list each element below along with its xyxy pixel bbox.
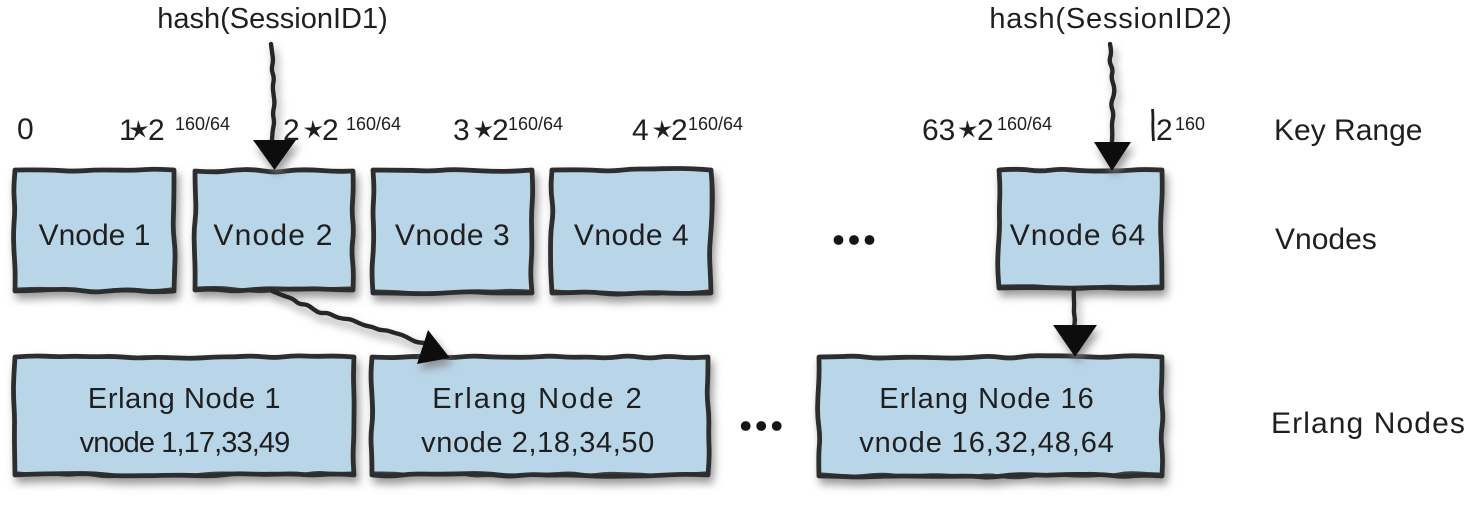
svg-text:2: 2 <box>671 114 688 147</box>
svg-text:63: 63 <box>922 114 955 147</box>
svg-text:160/64: 160/64 <box>346 114 401 134</box>
svg-text:2: 2 <box>148 114 165 147</box>
svg-text:1: 1 <box>119 114 136 147</box>
svg-text:3: 3 <box>453 114 470 147</box>
svg-text:2: 2 <box>492 114 509 147</box>
svg-text:Erlang Node 16: Erlang Node 16 <box>879 383 1095 415</box>
svg-text:Vnodes: Vnodes <box>1275 223 1377 256</box>
svg-text:Erlang Nodes: Erlang Nodes <box>1271 407 1464 440</box>
svg-text:160/64: 160/64 <box>688 114 743 134</box>
svg-text:Key Range: Key Range <box>1274 114 1422 147</box>
svg-text:4: 4 <box>632 114 649 147</box>
svg-text:160/64: 160/64 <box>508 114 563 134</box>
svg-text:160/64: 160/64 <box>175 114 230 134</box>
svg-text:Vnode 3: Vnode 3 <box>395 219 510 252</box>
svg-text:2: 2 <box>283 114 300 147</box>
svg-text:Erlang Node 1: Erlang Node 1 <box>88 383 281 415</box>
svg-text:2: 2 <box>322 114 339 147</box>
svg-text:2: 2 <box>1156 114 1173 147</box>
svg-text:2: 2 <box>977 114 994 147</box>
svg-text:Vnode 4: Vnode 4 <box>574 219 689 252</box>
svg-text:vnode 16,32,48,64: vnode 16,32,48,64 <box>859 427 1115 459</box>
svg-text:160/64: 160/64 <box>997 114 1052 134</box>
svg-text:Vnode 1: Vnode 1 <box>39 219 151 252</box>
svg-text:Erlang Node 2: Erlang Node 2 <box>432 383 643 415</box>
svg-text:vnode 2,18,34,50: vnode 2,18,34,50 <box>421 427 655 459</box>
svg-text:0: 0 <box>17 113 34 146</box>
svg-text:vnode 1,17,33,49: vnode 1,17,33,49 <box>80 427 290 459</box>
svg-text:160: 160 <box>1175 114 1205 134</box>
svg-text:Vnode 2: Vnode 2 <box>213 219 333 252</box>
svg-text:hash(SessionID1): hash(SessionID1) <box>157 3 388 35</box>
svg-text:Vnode 64: Vnode 64 <box>1010 219 1146 252</box>
svg-text:hash(SessionID2): hash(SessionID2) <box>989 3 1232 35</box>
